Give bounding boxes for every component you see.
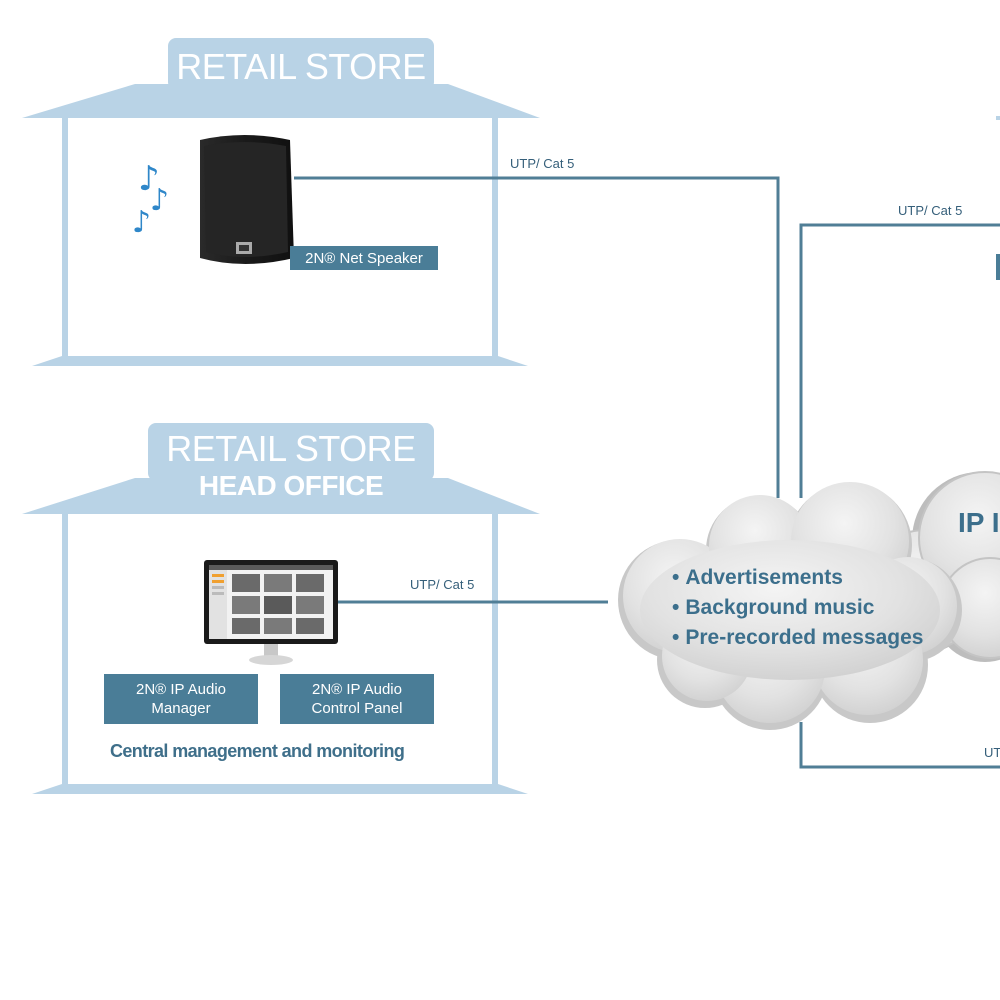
ip-network-label-partial: IP I [958,507,1000,538]
speaker-icon [200,135,294,264]
house-head-office [22,423,540,794]
audio-control-panel-label: 2N® IP Audio Control Panel [280,674,434,724]
store-subtitle: HEAD OFFICE [198,470,384,501]
connection-lines [294,176,1000,769]
house-wall-right [492,514,498,786]
right-device-fragment [996,254,1000,280]
house-retail-store [22,38,540,366]
monitor-icon [204,560,338,665]
right-house-fragment [996,116,1000,120]
connection-label: UTP/ Cat 5 [898,203,963,218]
music-note-icon: ♪ [150,183,170,218]
cloud-content-list: Advertisements Background music Pre-reco… [672,563,924,653]
house-title-tab [168,38,434,90]
line-cloud-to-right-bottom [799,722,1000,769]
house-roof [22,478,540,514]
connection-label: UTP/ Cat 5 [510,156,575,171]
house-roof [22,84,540,118]
line-right-top-to-cloud [799,223,1000,498]
store-title: RETAIL STORE [176,46,426,87]
house-wall-left [62,514,68,786]
music-note-icon: ♪ [132,205,152,240]
line-store1-to-cloud [294,176,780,498]
house-floor [32,784,528,794]
cloud-item-pre-recorded-messages: Pre-recorded messages [672,623,923,653]
connection-label: UTP/ Cat 5 [410,577,475,592]
house-floor [32,356,528,366]
cloud-item-advertisements: Advertisements [672,563,924,593]
cloud-item-background-music: Background music [672,593,924,623]
house-wall-left [62,118,68,358]
store-title: RETAIL STORE [166,428,416,469]
house-wall-right [492,118,498,358]
head-office-caption: Central management and monitoring [110,741,405,761]
net-speaker-label: 2N® Net Speaker [290,246,438,270]
connection-label: UT [984,745,1000,760]
house-title-tab [148,423,434,481]
music-note-icon: ♪ [138,159,160,199]
audio-manager-label: 2N® IP Audio Manager [104,674,258,724]
